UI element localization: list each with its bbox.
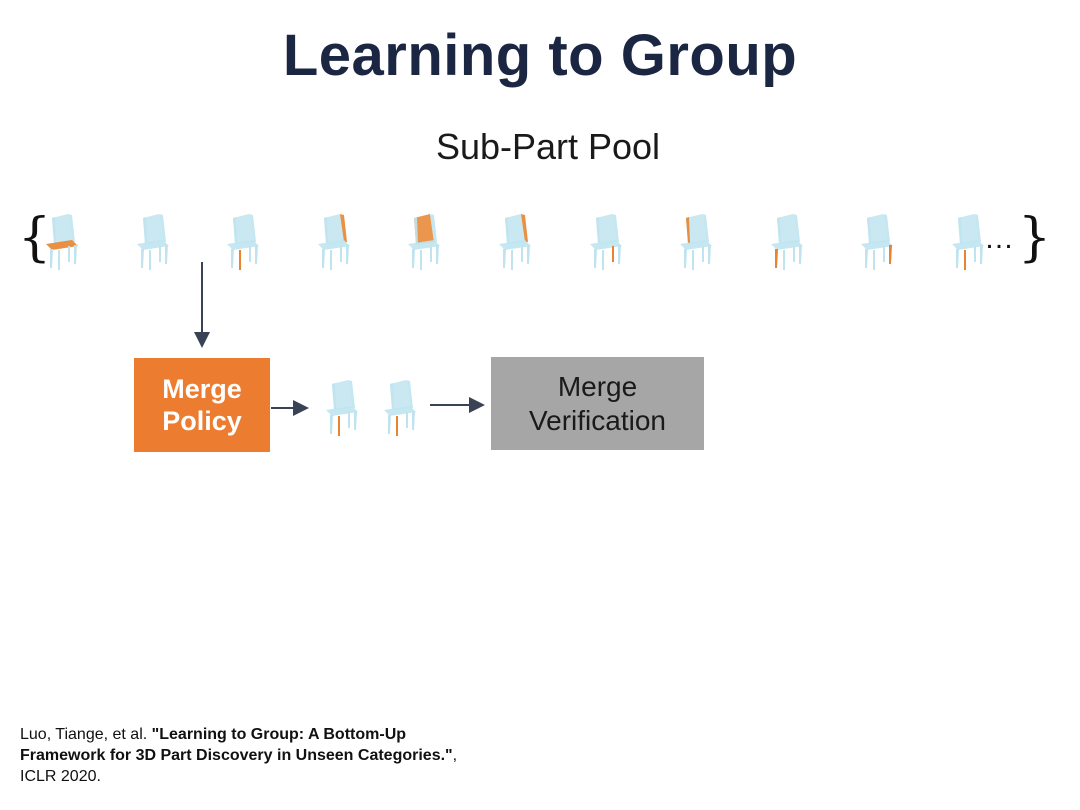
pool-open-brace: { bbox=[18, 208, 52, 268]
pool-chair bbox=[582, 212, 628, 272]
sub-part-pool-label: Sub-Part Pool bbox=[435, 126, 661, 167]
pool-chair bbox=[219, 212, 265, 272]
citation-authors: Luo, Tiange, et al. bbox=[20, 726, 152, 743]
merge-verification-line2: Verification bbox=[529, 404, 666, 436]
merge-policy-line1: Merge bbox=[162, 373, 242, 404]
citation-venue: , ICLR 2020. bbox=[20, 747, 458, 785]
pool-close-brace: } bbox=[1018, 208, 1052, 268]
pool-chair bbox=[310, 212, 356, 272]
pool-chair bbox=[400, 212, 446, 272]
selected-pair-chair bbox=[376, 378, 422, 438]
merge-verification-line1: Merge bbox=[557, 370, 638, 402]
pool-chair bbox=[38, 212, 84, 272]
merge-policy-line2: Policy bbox=[162, 406, 242, 436]
pool-chair bbox=[491, 212, 537, 272]
pool-chair bbox=[672, 212, 718, 272]
merge-policy-box: Merge Policy bbox=[134, 358, 270, 452]
pool-chair bbox=[944, 212, 990, 272]
pool-chair bbox=[853, 212, 899, 272]
citation: Luo, Tiange, et al. "Learning to Group: … bbox=[20, 724, 490, 787]
merge-verification-box: Merge Verification bbox=[491, 357, 704, 450]
pool-chair bbox=[763, 212, 809, 272]
selected-pair-chair bbox=[318, 378, 364, 438]
pool-chair bbox=[129, 212, 175, 272]
pool-ellipsis: … bbox=[984, 222, 1014, 255]
citation-title: "Learning to Group: A Bottom-Up Framewor… bbox=[20, 726, 453, 764]
slide-title: Learning to Group bbox=[282, 23, 798, 88]
